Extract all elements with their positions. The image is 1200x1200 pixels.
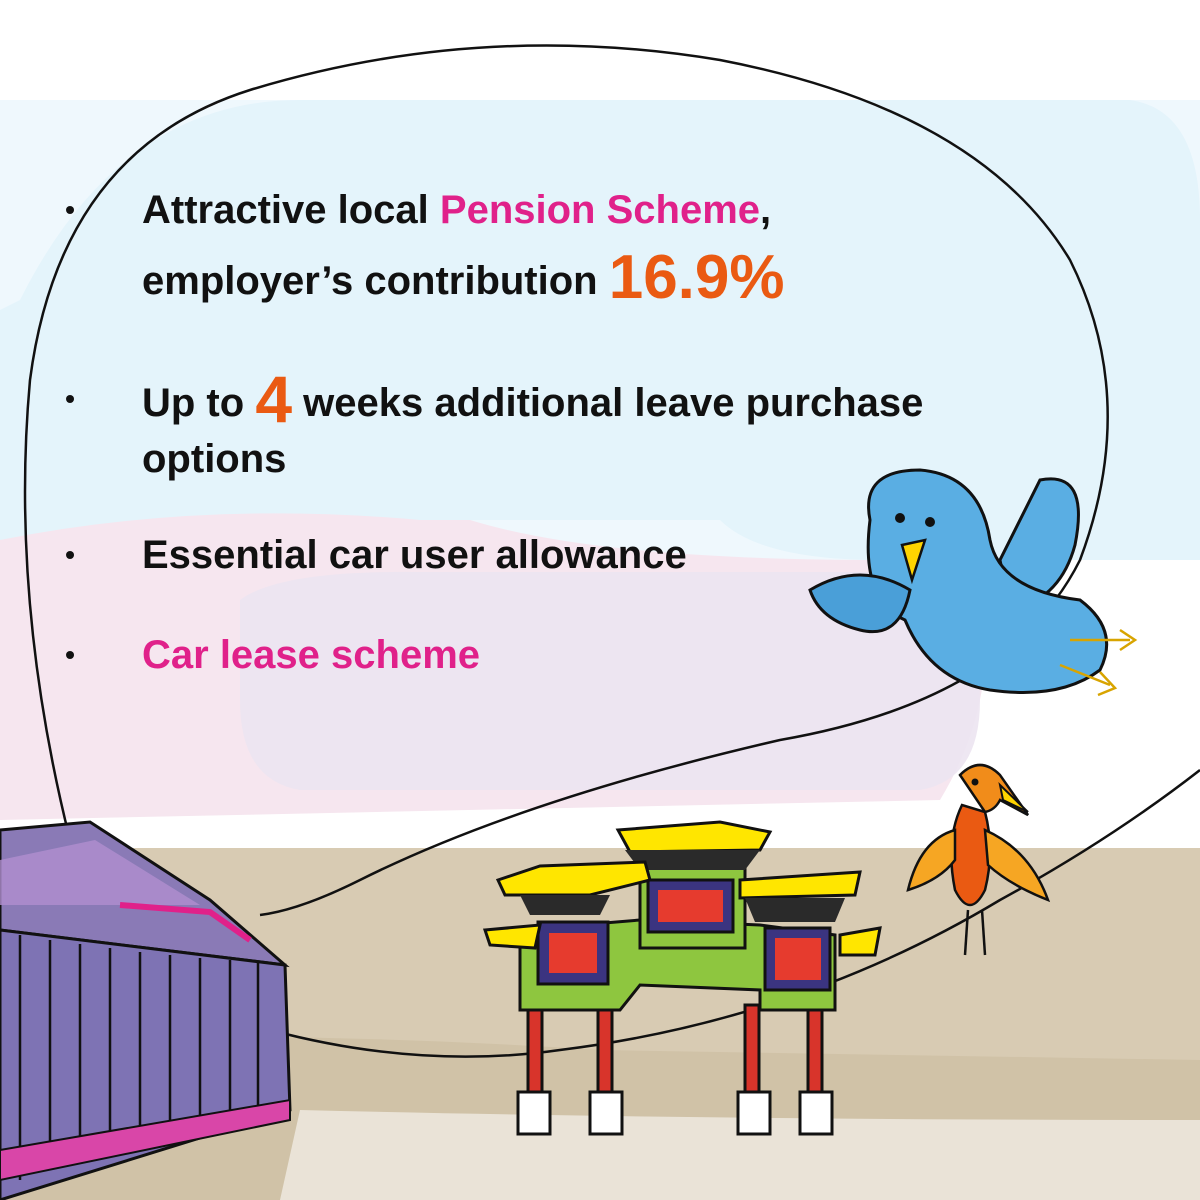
benefit-car-allowance-text: Essential car user allowance — [142, 533, 687, 577]
employer-contribution-label: employer’s contribution — [142, 259, 609, 303]
employer-contribution-value: 16.9% — [608, 243, 785, 312]
benefit-leave-suffix: weeks additional leave purchase — [292, 381, 924, 425]
pension-scheme-highlight: Pension Scheme — [439, 188, 761, 232]
benefit-pension-line2: employer’s contribution 16.9% — [142, 247, 1120, 311]
benefit-pension-suffix: , — [760, 188, 772, 232]
benefit-car-lease-text: Car lease scheme — [142, 633, 481, 677]
benefit-car-allowance: • Essential car user allowance — [60, 525, 1120, 585]
benefit-car-lease: • Car lease scheme — [60, 625, 1120, 685]
benefit-pension-prefix: Attractive local — [142, 188, 440, 232]
bullet: • — [65, 639, 75, 670]
bullet: • — [65, 539, 75, 570]
benefit-leave-line2: options — [142, 437, 287, 481]
benefits-list: • Attractive local Pension Scheme, emplo… — [60, 180, 1120, 685]
benefit-leave: • Up to 4 weeks additional leave purchas… — [60, 366, 1120, 485]
benefit-leave-prefix: Up to — [142, 381, 256, 425]
bullet: • — [65, 383, 75, 414]
benefit-pension-line1: Attractive local Pension Scheme, — [142, 180, 1120, 240]
benefit-leave-line1: Up to 4 weeks additional leave purchase — [142, 366, 1120, 433]
bullet: • — [65, 194, 75, 225]
leave-weeks-value: 4 — [255, 362, 293, 436]
benefit-pension: • Attractive local Pension Scheme, emplo… — [60, 180, 1120, 311]
